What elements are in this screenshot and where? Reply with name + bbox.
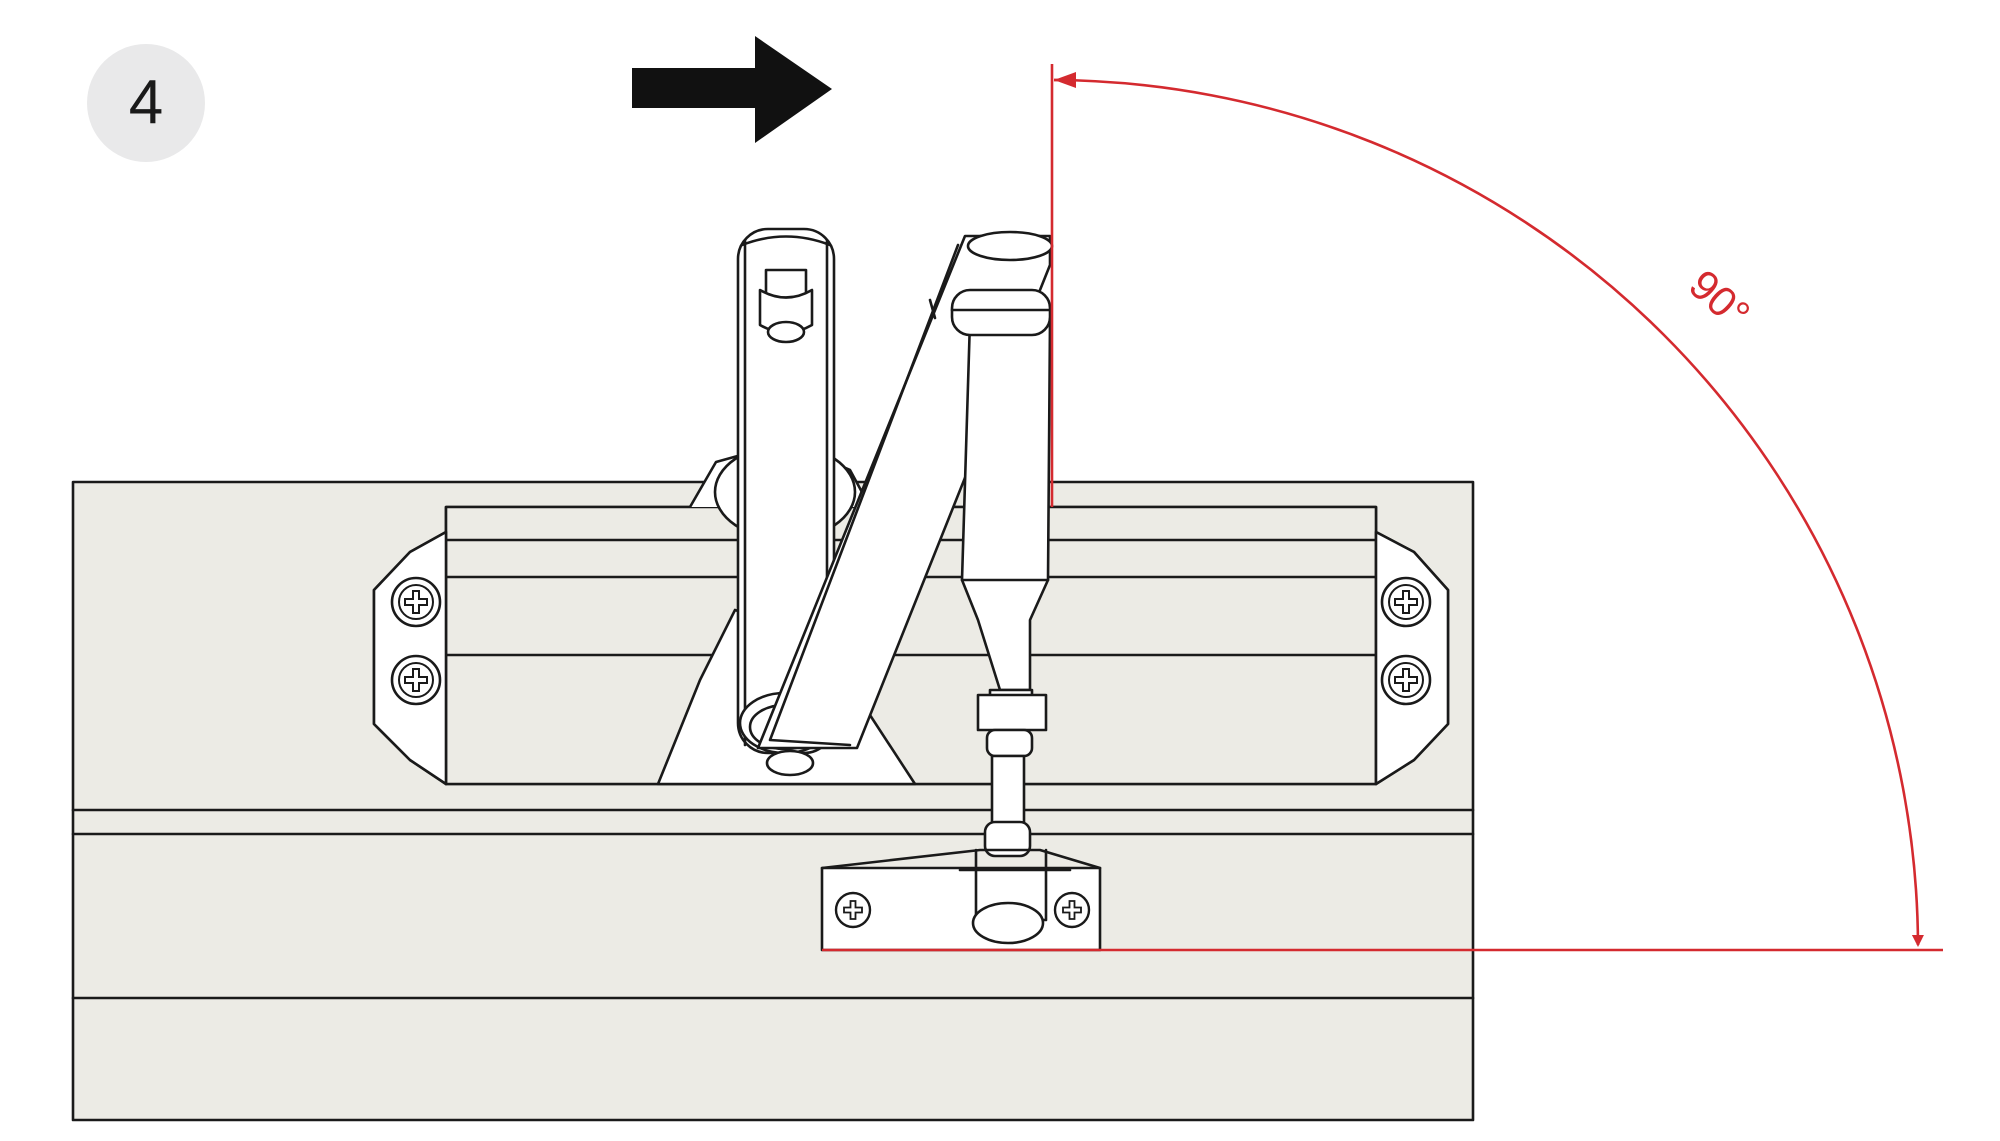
cross-screw-icon	[390, 654, 442, 706]
cross-screw-icon	[390, 576, 442, 628]
cross-screw-icon	[834, 891, 872, 929]
cross-screw-icon	[1380, 576, 1432, 628]
arrow-right-icon	[632, 36, 832, 143]
step-number: 4	[128, 68, 164, 137]
adjustment-rod	[950, 288, 1052, 858]
step-badge: 4	[87, 44, 205, 162]
cross-screw-icon	[1380, 654, 1432, 706]
closer-body	[372, 505, 1450, 786]
cross-screw-icon	[1053, 891, 1091, 929]
angle-label: 90°	[1680, 261, 1759, 338]
arm-shoe	[820, 848, 1102, 952]
